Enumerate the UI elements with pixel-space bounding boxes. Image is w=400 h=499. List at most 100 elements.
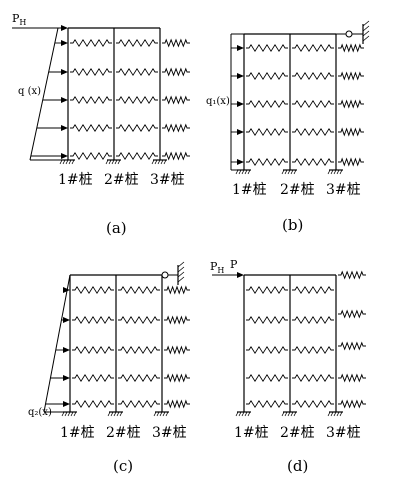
pile-base-hatch	[293, 169, 297, 175]
spring	[118, 285, 160, 295]
pile-base-hatch	[238, 169, 242, 175]
panel-d-ph-label: PH	[210, 260, 224, 275]
panel-d: PH P 1#桩 2#桩 3#桩 (d)	[210, 258, 366, 475]
panel-b-load-arrows	[231, 45, 244, 165]
spring	[116, 151, 158, 161]
spring	[338, 71, 364, 81]
pile-base-hatch	[68, 159, 72, 165]
panel-a-pile-bases	[59, 159, 167, 165]
spring	[246, 345, 288, 355]
spring	[72, 345, 114, 355]
spring	[164, 373, 190, 383]
pile-base-hatch	[73, 411, 77, 417]
spring	[292, 99, 334, 109]
spring	[162, 151, 190, 161]
spring	[246, 373, 288, 383]
pile-base-hatch	[105, 159, 109, 165]
spring	[116, 123, 158, 133]
panel-a-caption: (a)	[106, 219, 127, 237]
pile-base-hatch	[153, 411, 157, 417]
spring	[338, 309, 366, 319]
panel-c: q₂(x) 1#桩 2#桩 3#桩 (c)	[28, 261, 190, 475]
pile-base-hatch	[157, 159, 161, 165]
pile-base-hatch	[65, 159, 69, 165]
spring	[118, 373, 160, 383]
spring	[116, 95, 158, 105]
spring	[72, 399, 114, 409]
spring	[292, 127, 334, 137]
spring	[70, 123, 112, 133]
pile-base-hatch	[165, 411, 169, 417]
spring	[70, 67, 112, 77]
panel-b-pinned-support	[336, 20, 370, 44]
pile-base-hatch	[339, 169, 343, 175]
pile-base-hatch	[59, 159, 63, 165]
spring	[116, 38, 158, 48]
pile-base-hatch	[156, 411, 160, 417]
pile-base-hatch	[327, 411, 331, 417]
spring	[246, 315, 288, 325]
spring	[338, 270, 366, 280]
pile-base-hatch	[244, 411, 248, 417]
spring	[246, 399, 288, 409]
panel-b-caption: (b)	[282, 216, 303, 234]
spring	[164, 285, 190, 295]
spring	[246, 43, 288, 53]
panel-a: PH q (x) 1#桩 2#桩 3#桩 (a)	[12, 12, 190, 237]
pile-base-hatch	[67, 411, 71, 417]
pile-base-hatch	[107, 411, 111, 417]
spring	[292, 373, 334, 383]
pile-base-hatch	[330, 411, 334, 417]
pile-base-hatch	[293, 411, 297, 417]
spring	[338, 399, 366, 409]
pile-base-hatch	[117, 159, 121, 165]
spring	[162, 67, 190, 77]
spring	[338, 43, 364, 53]
pile-base-hatch	[160, 159, 164, 165]
panel-b-pile1-label: 1#桩	[232, 181, 267, 198]
panel-a-piles	[67, 27, 161, 160]
spring	[292, 43, 334, 53]
spring	[338, 157, 364, 167]
panel-b-pile2-label: 2#桩	[280, 181, 315, 198]
pile-base-hatch	[71, 159, 75, 165]
pile-base-hatch	[281, 411, 285, 417]
spring	[162, 123, 190, 133]
spring	[292, 345, 334, 355]
spring	[292, 285, 334, 295]
pile-base-hatch	[111, 159, 115, 165]
pile-base-hatch	[290, 411, 294, 417]
spring	[118, 345, 160, 355]
pile-base-hatch	[247, 169, 251, 175]
pile-base-hatch	[70, 411, 74, 417]
panel-a-load-arrows	[30, 40, 68, 159]
pile-base-hatch	[163, 159, 167, 165]
pile-base-hatch	[159, 411, 163, 417]
spring	[70, 95, 112, 105]
spring	[70, 151, 112, 161]
pile-base-hatch	[284, 169, 288, 175]
spring	[72, 373, 114, 383]
panel-c-pile1-label: 1#桩	[60, 424, 95, 441]
panel-d-piles	[243, 274, 337, 412]
spring	[162, 95, 190, 105]
spring	[164, 315, 190, 325]
spring	[338, 341, 366, 351]
panel-b: q₁(x) 1#桩 2#桩 3#桩 (b)	[206, 20, 370, 234]
spring	[246, 157, 288, 167]
panel-a-pile2-label: 2#桩	[104, 171, 139, 188]
panel-b-pile3-label: 3#桩	[326, 181, 361, 198]
spring	[164, 345, 190, 355]
panel-c-distributed-load	[43, 274, 71, 413]
panel-b-distributed-load	[230, 33, 244, 171]
pile-base-hatch	[110, 411, 114, 417]
pile-base-hatch	[284, 411, 288, 417]
panel-d-pile-bases	[235, 411, 343, 417]
spring	[72, 285, 114, 295]
panel-c-piles	[69, 274, 163, 412]
pile-base-hatch	[333, 169, 337, 175]
panel-a-q-label: q (x)	[18, 86, 41, 97]
spring	[118, 315, 160, 325]
pile-base-hatch	[336, 411, 340, 417]
